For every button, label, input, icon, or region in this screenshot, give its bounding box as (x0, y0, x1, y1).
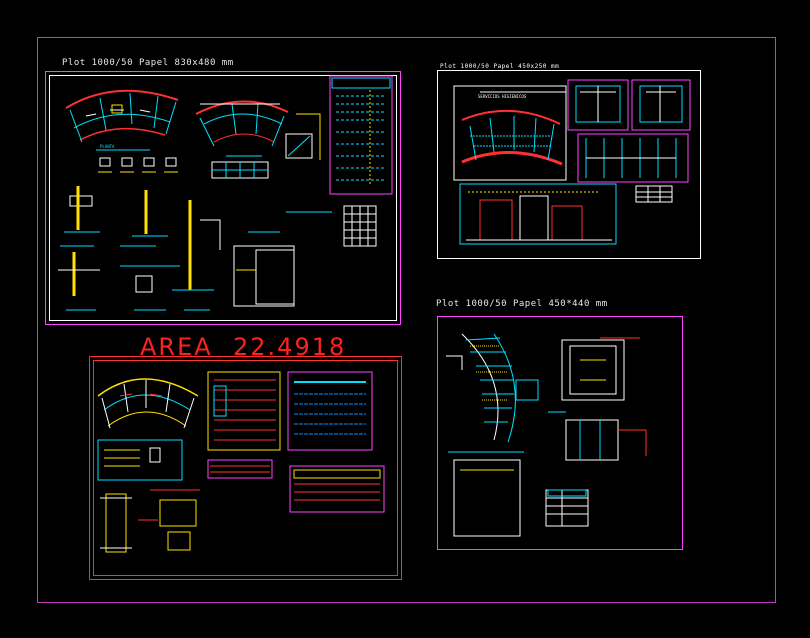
br-tank (448, 451, 524, 537)
sheet-top-right-label: Plot 1000/50 Papel 450x250 mm (440, 63, 560, 70)
svg-text:PLANTA: PLANTA (100, 144, 115, 149)
detail-row (98, 157, 178, 173)
bl-column-detail (100, 489, 200, 553)
tr-elevation (459, 183, 617, 245)
br-table (545, 489, 589, 527)
br-detail-mid (548, 411, 647, 461)
tr-curved-plan: SERVICIOS HIGIENICOS (453, 85, 567, 181)
wall-hatch (286, 205, 377, 247)
bl-spec-table-yellow (207, 371, 281, 451)
curved-plan-right (195, 100, 289, 157)
bl-small-table (207, 459, 273, 479)
tr-section-c (577, 133, 689, 183)
model-space-frame (37, 37, 776, 603)
sheet-bottom-left-border (93, 360, 398, 576)
sheet-top-left-border (49, 75, 397, 321)
spec-table-tl (329, 75, 393, 195)
footing-sections (58, 186, 221, 311)
tr-table (635, 185, 673, 203)
bl-summary-table (289, 465, 385, 513)
cistern-detail (233, 231, 295, 307)
svg-text:SERVICIOS HIGIENICOS: SERVICIOS HIGIENICOS (478, 94, 527, 99)
sheet-top-left-label: Plot 1000/50 Papel 830x480 mm (62, 58, 234, 68)
bl-curved-plan (97, 378, 199, 429)
br-detail-top (515, 337, 640, 401)
elevation-box (211, 161, 269, 179)
tr-section-a (567, 79, 629, 131)
sheet-top-right[interactable] (437, 70, 701, 259)
sheet-top-left[interactable] (45, 71, 401, 325)
bl-spec-table-blue (287, 371, 373, 451)
br-curved-plan (446, 333, 516, 443)
tr-section-b (631, 79, 691, 131)
sheet-bottom-left[interactable] (89, 356, 402, 580)
sheet-bottom-right[interactable] (437, 316, 683, 550)
curved-plan-left: PLANTA (65, 89, 179, 151)
bl-legend (97, 439, 183, 481)
corner-detail (285, 113, 321, 160)
sheet-bottom-right-label: Plot 1000/50 Papel 450*440 mm (436, 299, 608, 309)
